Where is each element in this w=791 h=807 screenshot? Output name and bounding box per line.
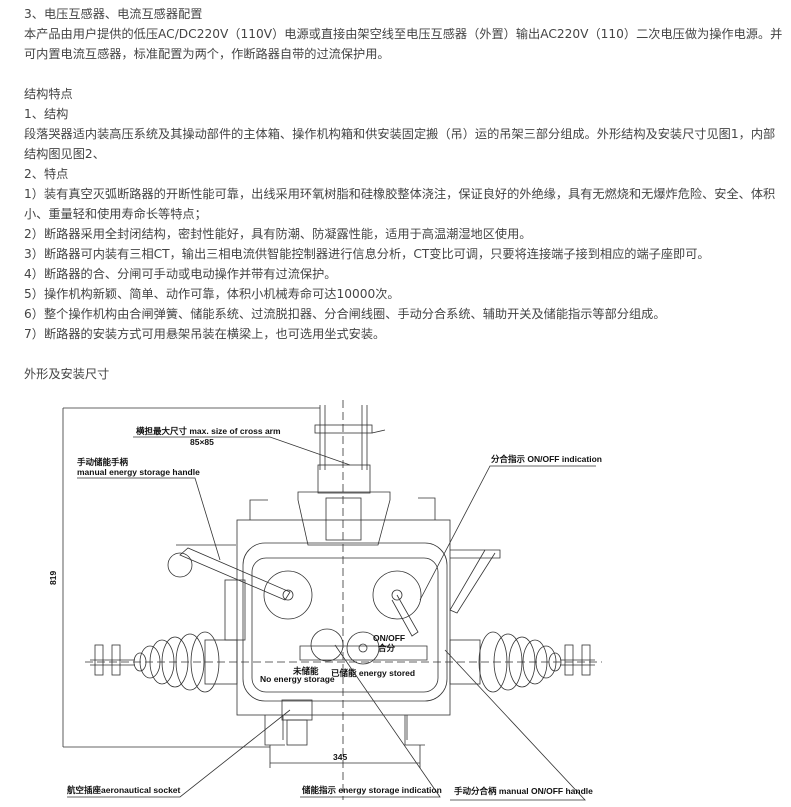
onoff-cn-text: 合分 <box>377 643 396 653</box>
paragraph-line: 结构图见图2、 <box>24 147 105 161</box>
onoff-indication-label: 分合指示 ON/OFF indication <box>491 454 602 464</box>
section-heading: 结构特点 <box>24 87 73 101</box>
width-label: 345 <box>333 752 347 762</box>
feature-line: 5）操作机构新颖、简单、动作可靠，体积小机械寿命可达10000次。 <box>24 287 400 301</box>
no-storage-cn: 未储能 <box>292 666 319 676</box>
feature-line: 3）断路器可内装有三相CT，输出三相电流供智能控制器进行信息分析，CT变比可调，… <box>24 247 710 261</box>
aeronautical-socket <box>286 719 308 746</box>
paragraph-line: 段落哭器适内装高压系统及其操动部件的主体箱、操作机构箱和供安装固定搬（吊）运的吊… <box>24 127 776 141</box>
feature-line: 1）装有真空灭弧断路器的开断性能可靠，出线采用环氧树脂和硅橡胶整体浇注，保证良好… <box>24 187 776 201</box>
socket-label: 航空插座aeronautical socket <box>67 785 181 795</box>
article-text: 3、电压互感器、电流互感器配置 本产品由用户提供的低压AC/DC220V（110… <box>24 4 784 384</box>
paragraph-line: 本产品由用户提供的低压AC/DC220V（110V）电源或直接由架空线至电压互感… <box>24 27 783 41</box>
feature-line: 小、重量轻和使用寿命长等特点； <box>24 207 207 221</box>
feature-line: 4）断路器的合、分闸可手动或电动操作并带有过流保护。 <box>24 267 337 281</box>
sub-heading: 2、特点 <box>24 167 69 181</box>
storage-handle-label-cn: 手动储能手柄 <box>77 457 129 467</box>
main-box <box>236 519 451 716</box>
section-heading: 外形及安装尺寸 <box>24 367 110 381</box>
feature-line: 7）断路器的安装方式可用悬架吊装在横梁上，也可选用坐式安装。 <box>24 327 386 341</box>
storage-indication-label: 储能指示 energy storage indication <box>301 785 442 795</box>
cross-arm-size: 85×85 <box>190 437 214 447</box>
section-heading: 3、电压互感器、电流互感器配置 <box>24 7 203 21</box>
onoff-handle-label: 手动分合柄 manual ON/OFF handle <box>454 786 593 796</box>
left-insulator <box>90 631 238 693</box>
height-label: 819 <box>48 571 58 585</box>
storage-handle-ring <box>167 552 193 578</box>
mounting-bracket <box>297 491 391 546</box>
energy-storage-indicator <box>310 628 344 662</box>
no-storage-en: No energy storage <box>260 674 335 684</box>
right-insulator <box>449 631 595 693</box>
onoff-text: ON/OFF <box>373 633 405 643</box>
paragraph-line: 可内置电流互感器，标准配置为两个，作断路器自带的过流保护用。 <box>24 47 390 61</box>
energy-stored-label: 已储能 energy stored <box>331 668 415 678</box>
sub-heading: 1、结构 <box>24 107 69 121</box>
feature-line: 6）整个操作机构由合闸弹簧、储能系统、过流脱扣器、分合闸线圈、手动分合系统、辅助… <box>24 307 666 321</box>
feature-line: 2）断路器采用全封闭结构，密封性能好，具有防潮、防凝露性能，适用于高温潮湿地区使… <box>24 227 532 241</box>
storage-handle-label-en: manual energy storage handle <box>77 467 200 477</box>
onoff-indicator <box>346 631 380 665</box>
cross-arm-label: 横担最大尺寸 max. size of cross arm <box>135 426 281 436</box>
